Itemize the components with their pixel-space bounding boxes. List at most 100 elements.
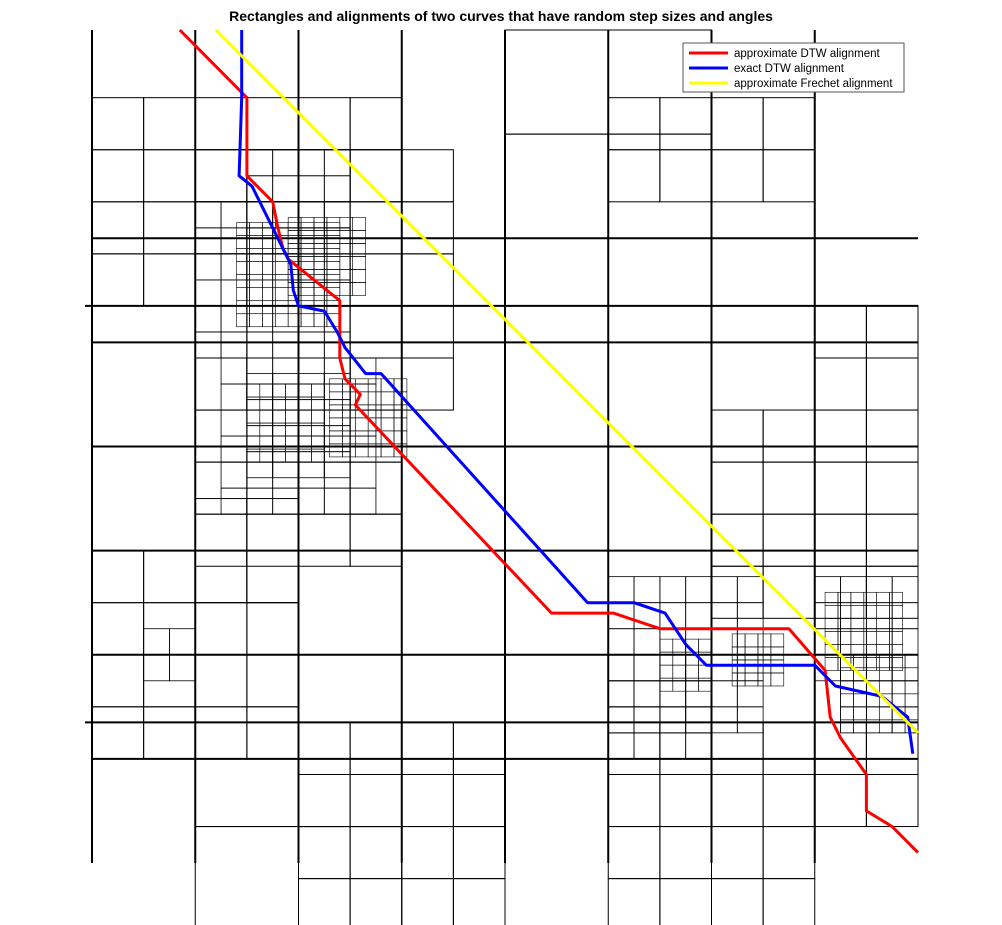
rectangle (711, 576, 738, 604)
rectangle (326, 261, 341, 275)
series-line-3 (214, 28, 920, 734)
rectangle (711, 826, 764, 880)
rectangle (311, 448, 325, 463)
rectangle (323, 253, 351, 281)
rectangle (736, 628, 764, 656)
rectangle (194, 331, 222, 359)
rectangle (685, 677, 699, 692)
rectangle (298, 409, 312, 424)
rectangle (837, 604, 852, 619)
legend-label-2: exact DTW alignment (734, 63, 845, 75)
rectangle (633, 732, 661, 760)
rectangle (814, 773, 867, 828)
rectangle (354, 417, 369, 432)
rectangle (326, 269, 341, 283)
rectangle (633, 628, 661, 656)
rectangle (607, 773, 661, 828)
rectangle (298, 461, 325, 489)
rectangle (300, 313, 315, 328)
rectangle (246, 279, 274, 307)
rectangle (814, 409, 867, 463)
rectangle (323, 227, 351, 255)
rectangle (685, 576, 712, 604)
rectangle (272, 448, 286, 463)
rectangle (711, 773, 764, 828)
rectangle (380, 404, 395, 419)
rectangle (711, 602, 738, 630)
rectangle (220, 383, 248, 411)
rectangle (762, 149, 816, 203)
rectangle (249, 300, 263, 315)
rectangle (249, 313, 263, 328)
rectangle (891, 576, 919, 604)
rectangle (659, 97, 712, 151)
rectangle (246, 513, 299, 567)
rectangle (285, 422, 299, 437)
rectangle (339, 217, 354, 231)
rectangle (367, 391, 382, 406)
rectangle (249, 287, 263, 302)
rectangle (352, 230, 366, 244)
rectangle (349, 513, 403, 567)
rectangle (393, 443, 408, 458)
rectangle (339, 282, 354, 296)
rectangle (326, 243, 341, 257)
rectangle (698, 638, 712, 653)
rectangle (313, 248, 328, 262)
rectangle (329, 391, 343, 406)
chart-title: Rectangles and alignments of two curves … (229, 8, 773, 24)
rectangle (840, 667, 854, 682)
rectangle (352, 243, 366, 257)
rectangle (762, 878, 816, 925)
rectangle (329, 378, 343, 393)
rectangle (452, 826, 506, 880)
rectangle (169, 654, 196, 682)
rectangle (298, 227, 325, 255)
rectangle (762, 721, 816, 775)
rectangle (194, 550, 248, 604)
rectangle (311, 396, 325, 411)
rectangle (262, 287, 276, 302)
rectangle (326, 256, 341, 270)
rectangle (814, 357, 867, 411)
rectangle (452, 773, 506, 828)
rectangle (878, 706, 893, 721)
rectangle (685, 664, 699, 679)
rectangle (863, 604, 878, 619)
rectangle (762, 773, 816, 828)
rectangle (300, 217, 315, 231)
rectangle (326, 300, 341, 315)
rectangle (401, 149, 454, 203)
rectangle (323, 383, 351, 411)
rectangle (878, 667, 893, 682)
rectangle (401, 878, 454, 925)
rectangle (762, 826, 816, 880)
rectangle (272, 409, 286, 424)
rectangle (300, 222, 315, 236)
rectangle (259, 422, 273, 437)
rectangle (194, 201, 222, 229)
rectangle (329, 404, 343, 419)
rectangle (194, 826, 299, 925)
rectangle (672, 677, 686, 692)
rectangle (272, 357, 299, 385)
rectangle (236, 261, 250, 275)
rectangle (220, 279, 248, 307)
rectangle (349, 773, 403, 828)
rectangle (313, 256, 328, 270)
rectangle (633, 654, 661, 682)
rectangle (236, 313, 250, 328)
rectangle (354, 430, 369, 445)
rectangle (262, 274, 276, 289)
rectangle (814, 602, 841, 630)
rectangle (259, 383, 273, 398)
rectangle (349, 149, 403, 203)
rectangle (814, 461, 867, 515)
rectangle (865, 513, 919, 567)
rectangle (285, 448, 299, 463)
rectangle (865, 602, 893, 630)
rectangle (313, 230, 328, 244)
rectangle (194, 305, 222, 333)
